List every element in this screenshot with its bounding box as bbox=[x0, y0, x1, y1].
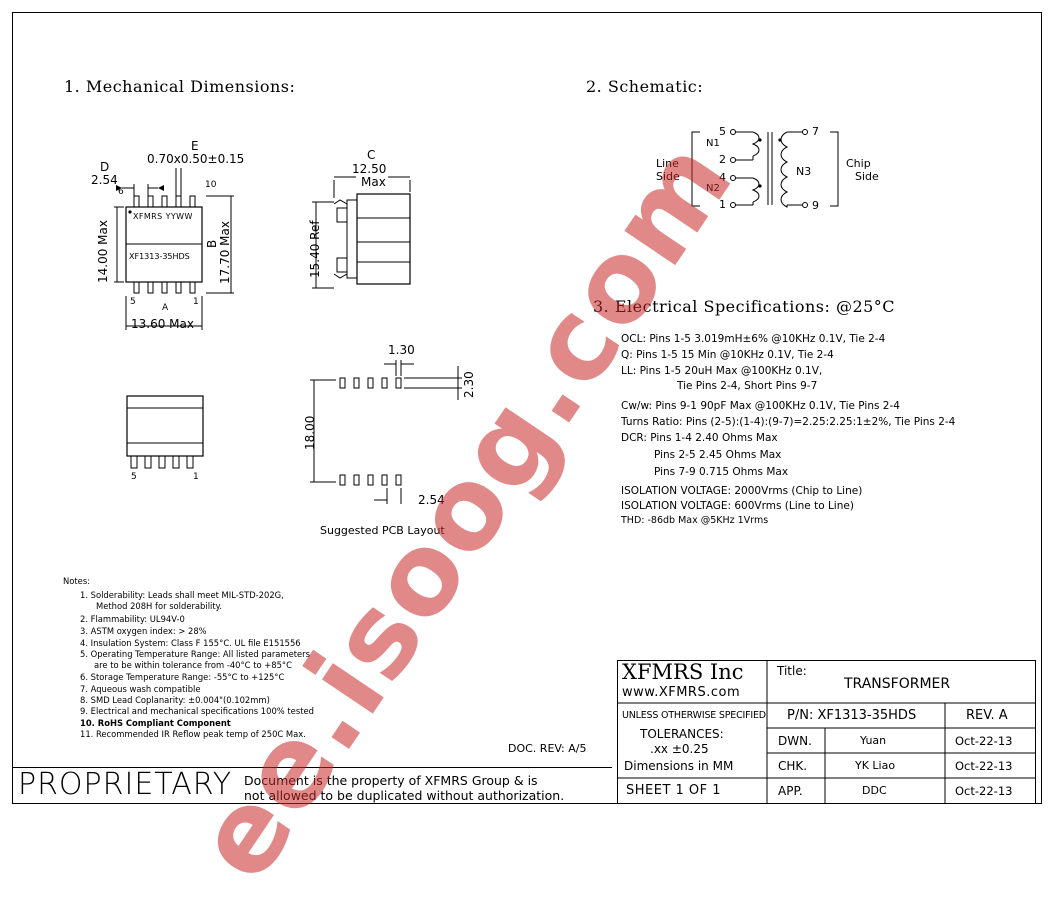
tolerances-label: TOLERANCES: bbox=[640, 727, 724, 741]
note-1-cont: Method 208H for solderability. bbox=[96, 601, 223, 611]
body-marking-top: XFMRS YYWW bbox=[133, 212, 193, 221]
line-side-label-1: Line bbox=[656, 157, 679, 170]
app-date: Oct-22-13 bbox=[955, 784, 1013, 798]
spec-isolation-1: ISOLATION VOLTAGE: 2000Vrms (Chip to Lin… bbox=[621, 485, 863, 497]
title-value: TRANSFORMER bbox=[844, 676, 951, 692]
note-3: 3. ASTM oxygen index: > 28% bbox=[80, 626, 207, 636]
dwn-role: DWN. bbox=[778, 734, 812, 748]
spec-dcr-2: Pins 2-5 2.45 Ohms Max bbox=[654, 449, 782, 461]
body-marking-bottom: XF1313-35HDS bbox=[129, 252, 190, 261]
title-block-grid bbox=[617, 660, 1036, 804]
note-10: 10. RoHS Compliant Component bbox=[80, 718, 231, 728]
schem-pin-4: 4 bbox=[719, 171, 726, 184]
dimensions-unit: Dimensions in MM bbox=[624, 759, 734, 773]
dim-a-label: A bbox=[162, 303, 169, 313]
notes-heading: Notes: bbox=[63, 576, 91, 586]
company-name: XFMRS Inc bbox=[622, 660, 744, 684]
proprietary-label: PROPRIETARY bbox=[18, 767, 233, 802]
app-role: APP. bbox=[778, 784, 803, 798]
spec-ll: LL: Pins 1-5 20uH Max @100KHz 0.1V, bbox=[621, 365, 823, 377]
revision: REV. A bbox=[966, 708, 1008, 723]
schem-pin-9: 9 bbox=[812, 199, 819, 212]
dwn-name: Yuan bbox=[860, 734, 887, 747]
chk-name: YK Liao bbox=[855, 759, 896, 772]
dim-d-value: 2.54 bbox=[91, 173, 118, 187]
schem-pin-5: 5 bbox=[719, 125, 726, 138]
note-4: 4. Insulation System: Class F 155°C. UL … bbox=[80, 638, 301, 648]
schem-pin-2: 2 bbox=[719, 153, 726, 166]
bottom-pin-1-label: 1 bbox=[193, 472, 199, 482]
dim-c-max: Max bbox=[361, 175, 386, 189]
note-5-cont: are to be within tolerance from -40°C to… bbox=[94, 660, 292, 670]
note-5: 5. Operating Temperature Range: All list… bbox=[80, 649, 310, 659]
spec-cww: Cw/w: Pins 9-1 90pF Max @100KHz 0.1V, Ti… bbox=[621, 400, 900, 412]
electrical-title: 3. Electrical Specifications: @25°C bbox=[593, 297, 896, 316]
proprietary-notice-1: Document is the property of XFMRS Group … bbox=[244, 773, 538, 788]
dim-e-label: E bbox=[191, 139, 199, 153]
proprietary-notice-2: not allowed to be duplicated without aut… bbox=[244, 788, 565, 803]
chk-role: CHK. bbox=[778, 759, 808, 773]
title-label: Title: bbox=[777, 664, 807, 678]
spec-thd: THD: -86db Max @5KHz 1Vrms bbox=[621, 515, 769, 526]
pcb-caption: Suggested PCB Layout bbox=[320, 524, 445, 537]
chk-date: Oct-22-13 bbox=[955, 759, 1013, 773]
winding-n3-label: N3 bbox=[796, 165, 812, 178]
pin-5-label: 5 bbox=[130, 297, 136, 307]
mechanical-drawing bbox=[114, 129, 839, 504]
doc-revision: DOC. REV: A/5 bbox=[508, 742, 587, 755]
winding-n1-label: N1 bbox=[706, 138, 720, 149]
sheet-number: SHEET 1 OF 1 bbox=[626, 783, 722, 798]
note-1: 1. Solderability: Leads shall meet MIL-S… bbox=[80, 590, 284, 600]
chip-side-label-2: Side bbox=[855, 170, 879, 183]
company-website: www.XFMRS.com bbox=[622, 685, 741, 700]
line-side-label-2: Side bbox=[656, 170, 680, 183]
winding-n2-label: N2 bbox=[706, 183, 720, 194]
drawing-frame bbox=[12, 12, 1042, 804]
dim-c-label: C bbox=[367, 148, 376, 162]
proprietary-divider bbox=[12, 767, 612, 768]
unless-specified: UNLESS OTHERWISE SPECIFIED bbox=[622, 710, 766, 721]
note-7: 7. Aqueous wash compatible bbox=[80, 684, 201, 694]
note-8: 8. SMD Lead Coplanarity: ±0.004"(0.102mm… bbox=[80, 695, 270, 705]
spec-dcr-3: Pins 7-9 0.715 Ohms Max bbox=[654, 466, 789, 478]
dim-c-value: 12.50 bbox=[352, 162, 387, 176]
note-2: 2. Flammability: UL94V-0 bbox=[80, 614, 185, 624]
note-9: 9. Electrical and mechanical specificati… bbox=[80, 706, 314, 716]
mechanical-title: 1. Mechanical Dimensions: bbox=[64, 77, 296, 96]
schematic-title: 2. Schematic: bbox=[586, 77, 704, 96]
spec-turns: Turns Ratio: Pins (2-5):(1-4):(9-7)=2.25… bbox=[621, 416, 956, 428]
bottom-pin-5-label: 5 bbox=[131, 472, 137, 482]
note-11: 11. Recommended IR Reflow peak temp of 2… bbox=[80, 729, 306, 739]
chip-side-label-1: Chip bbox=[846, 157, 871, 170]
spec-ocl: OCL: Pins 1-5 3.019mH±6% @10KHz 0.1V, Ti… bbox=[621, 333, 886, 345]
note-6: 6. Storage Temperature Range: -55°C to +… bbox=[80, 672, 285, 682]
pin-1-label: 1 bbox=[193, 297, 199, 307]
title-block bbox=[617, 660, 1036, 804]
spec-isolation-2: ISOLATION VOLTAGE: 600Vrms (Line to Line… bbox=[621, 500, 854, 512]
tolerance-value: .xx ±0.25 bbox=[650, 742, 709, 756]
app-name: DDC bbox=[862, 784, 887, 797]
spec-q: Q: Pins 1-5 15 Min @10KHz 0.1V, Tie 2-4 bbox=[621, 349, 834, 361]
pcb-pitch: 2.54 bbox=[418, 493, 445, 507]
pin-10-label: 10 bbox=[205, 180, 217, 190]
dim-a-value: 13.60 Max bbox=[131, 317, 194, 331]
schem-pin-7: 7 bbox=[812, 125, 819, 138]
dwn-date: Oct-22-13 bbox=[955, 734, 1013, 748]
spec-dcr: DCR: Pins 1-4 2.40 Ohms Max bbox=[621, 432, 778, 444]
spec-ll-cont: Tie Pins 2-4, Short Pins 9-7 bbox=[677, 380, 818, 392]
pcb-pad-width: 1.30 bbox=[388, 343, 415, 357]
dim-d-label: D bbox=[100, 160, 110, 174]
part-number: P/N: XF1313-35HDS bbox=[787, 708, 917, 723]
pin-6-label: 6 bbox=[118, 187, 124, 197]
schem-pin-1: 1 bbox=[719, 198, 726, 211]
dim-e-value: 0.70x0.50±0.15 bbox=[147, 152, 245, 166]
